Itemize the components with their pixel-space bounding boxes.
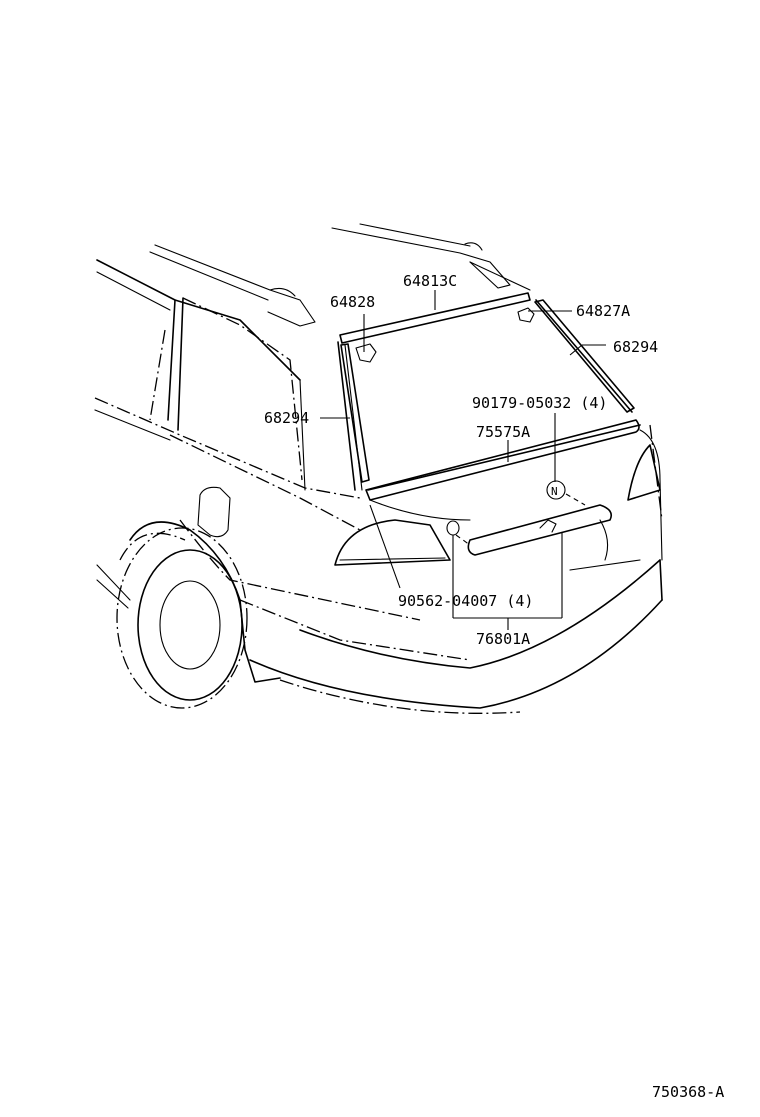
moldings xyxy=(339,292,640,501)
label-75575a: 75575A xyxy=(476,423,530,441)
garnish-76801a xyxy=(446,480,613,556)
roof-rails xyxy=(149,223,531,327)
label-64813c: 64813C xyxy=(403,272,457,290)
clip-64827a xyxy=(517,307,535,323)
nut-symbol-label: N xyxy=(551,485,558,498)
figure-code: 750368-A xyxy=(652,1083,724,1101)
label-90179-05032: 90179-05032 (4) xyxy=(472,394,607,412)
label-76801a: 76801A xyxy=(476,630,530,648)
label-90562-04007: 90562-04007 (4) xyxy=(398,592,533,610)
screw-90562 xyxy=(446,520,460,536)
nut-symbol-icon xyxy=(546,480,566,500)
label-64827a: 64827A xyxy=(576,302,630,320)
rear-wheel xyxy=(116,527,281,709)
rear-fascia xyxy=(249,424,663,714)
leader-lines xyxy=(320,290,606,630)
label-68294-left: 68294 xyxy=(264,409,309,427)
label-64828: 64828 xyxy=(330,293,375,311)
rear-window xyxy=(337,299,641,491)
clip-64828 xyxy=(355,343,377,363)
body-outline xyxy=(94,259,471,661)
part-labels: 64813C 64828 64827A 68294 68294 90179-05… xyxy=(264,272,724,1101)
label-68294-right: 68294 xyxy=(613,338,658,356)
